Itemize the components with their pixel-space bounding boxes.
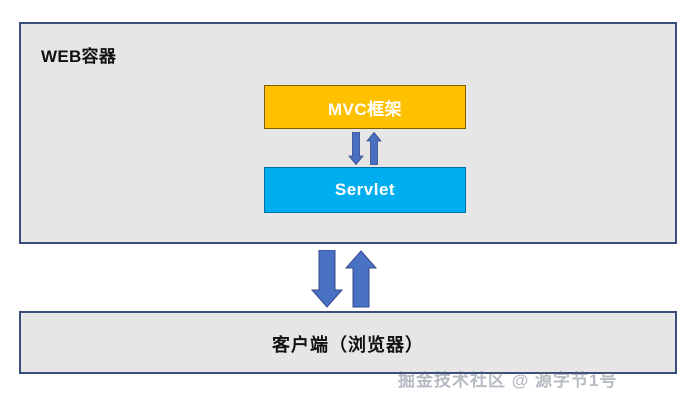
mvc-framework-label: MVC框架 <box>327 99 403 119</box>
client-container-box: 客户端（浏览器） <box>19 311 677 374</box>
client-container-label: 客户端（浏览器） <box>272 335 424 355</box>
bidirectional-arrow-container-client-icon <box>311 250 377 308</box>
servlet-label: Servlet <box>334 180 396 199</box>
web-container-label: WEB容器 <box>41 47 117 66</box>
mvc-framework-node: MVC框架 <box>264 85 466 129</box>
servlet-node: Servlet <box>264 167 466 213</box>
bidirectional-arrow-mvc-servlet-icon <box>348 132 382 165</box>
web-container-box: WEB容器 MVC框架 Servlet <box>19 22 677 244</box>
